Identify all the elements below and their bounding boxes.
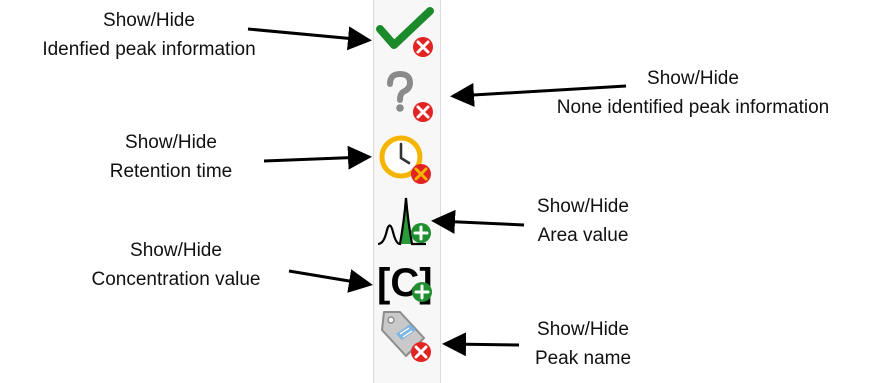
toggle-area-value-button[interactable] bbox=[376, 192, 436, 246]
toggle-concentration-value-button[interactable]: [C] bbox=[376, 252, 436, 305]
clock-icon bbox=[379, 135, 423, 179]
label-description: Idenfied peak information bbox=[42, 39, 256, 60]
label-description: Peak name bbox=[534, 348, 632, 369]
label-title: Show/Hide bbox=[103, 10, 195, 31]
label-title: Show/Hide bbox=[130, 240, 222, 261]
label-description: Retention time bbox=[109, 161, 233, 182]
label-concentration-value: Show/Hide Concentration value bbox=[64, 236, 288, 294]
toggle-retention-time-button[interactable] bbox=[376, 132, 436, 184]
toggle-peak-name-button[interactable] bbox=[376, 310, 436, 362]
add-badge-icon bbox=[412, 282, 432, 302]
label-title: Show/Hide bbox=[537, 196, 629, 217]
arrow-peak-name bbox=[442, 332, 520, 357]
label-identified-peak-info: Show/Hide Idenfied peak information bbox=[8, 6, 290, 64]
toggle-identified-peak-info-button[interactable] bbox=[376, 5, 436, 57]
remove-badge-icon bbox=[413, 102, 433, 122]
label-title: Show/Hide bbox=[537, 319, 629, 340]
arrow-retention-time bbox=[263, 145, 372, 170]
checkmark-icon bbox=[376, 7, 434, 49]
label-description: Area value bbox=[537, 225, 629, 246]
label-retention-time: Show/Hide Retention time bbox=[86, 128, 256, 186]
arrow-concentration bbox=[288, 269, 373, 293]
label-area-value: Show/Hide Area value bbox=[518, 192, 648, 250]
label-title: Show/Hide bbox=[647, 68, 739, 89]
label-unidentified-peak-info: Show/Hide None identified peak informati… bbox=[517, 64, 869, 122]
toggle-unidentified-peak-info-button[interactable] bbox=[376, 70, 436, 122]
add-badge-icon bbox=[411, 223, 431, 243]
question-mark-icon bbox=[387, 70, 414, 112]
remove-badge-icon bbox=[411, 342, 431, 362]
label-description: Concentration value bbox=[91, 269, 261, 290]
arrow-area-value bbox=[431, 209, 525, 234]
label-peak-name: Show/Hide Peak name bbox=[518, 315, 648, 373]
label-title: Show/Hide bbox=[125, 132, 217, 153]
peak-area-icon bbox=[377, 197, 426, 246]
remove-badge-icon bbox=[411, 164, 431, 184]
remove-badge-icon bbox=[413, 37, 433, 57]
label-description: None identified peak information bbox=[556, 97, 830, 118]
